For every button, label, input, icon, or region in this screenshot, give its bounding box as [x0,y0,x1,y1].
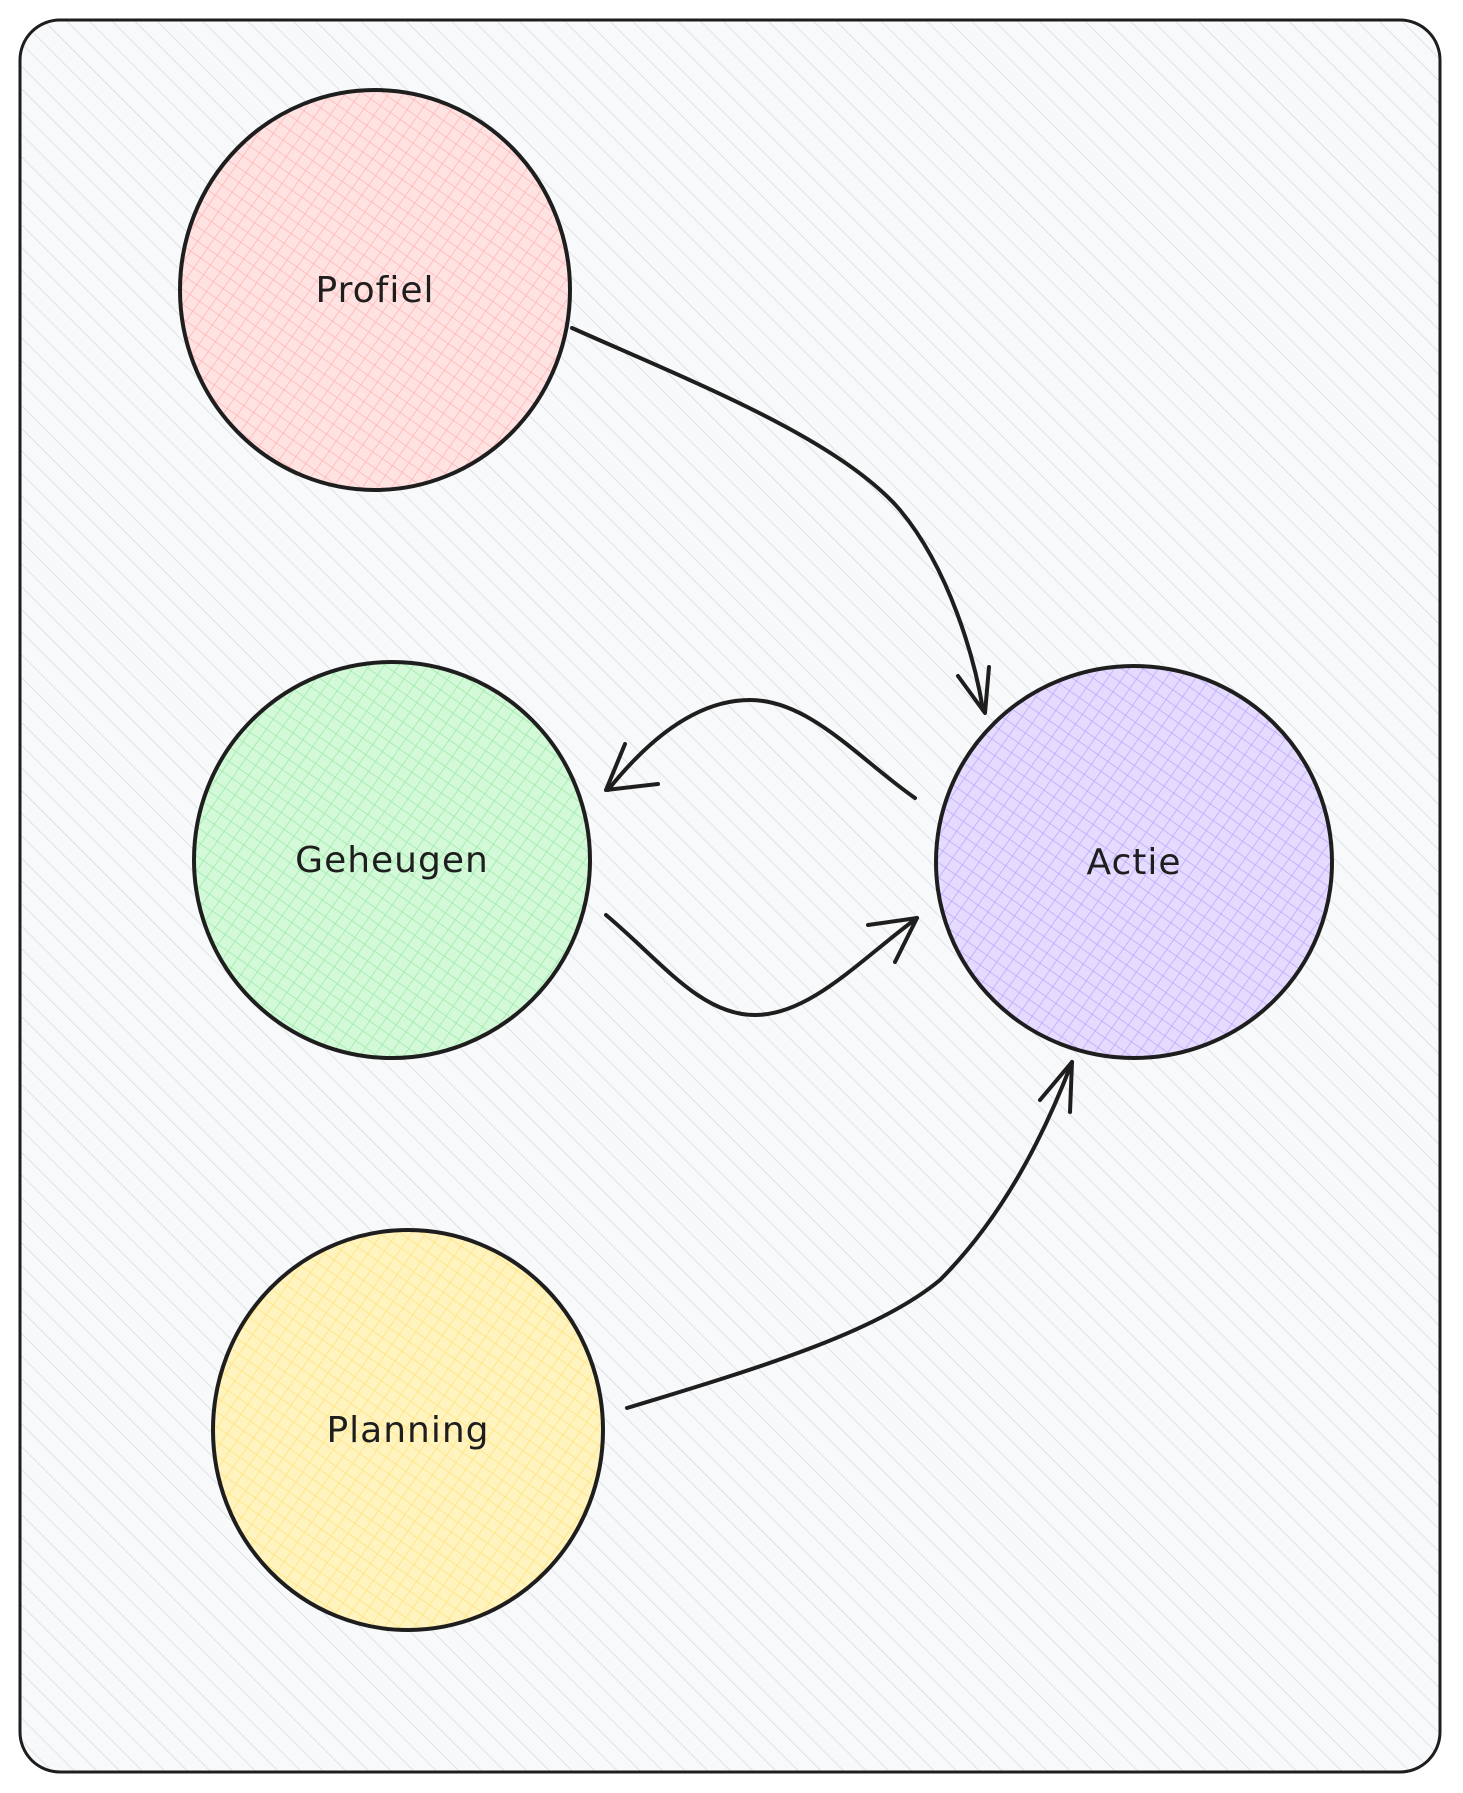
edge-profiel-to-actie[interactable] [570,326,991,715]
arrowhead-icon [956,665,991,715]
edge-planning-to-actie[interactable] [625,1060,1074,1410]
edge-geheugen-to-actie[interactable] [604,913,919,1017]
node-planning[interactable]: Planning [211,1228,605,1632]
arrowhead-icon [604,742,660,792]
node-actie[interactable]: Actie [934,664,1334,1060]
node-label: Planning [326,1410,489,1451]
edge-actie-to-geheugen[interactable] [604,698,917,800]
node-label: Profiel [316,270,435,311]
node-label: Geheugen [295,840,489,881]
arrowhead-icon [1038,1060,1074,1114]
node-profiel[interactable]: Profiel [178,88,572,492]
arrowhead-icon [866,916,919,964]
node-geheugen[interactable]: Geheugen [192,660,592,1060]
node-label: Actie [1086,842,1181,883]
edges [570,326,1074,1410]
